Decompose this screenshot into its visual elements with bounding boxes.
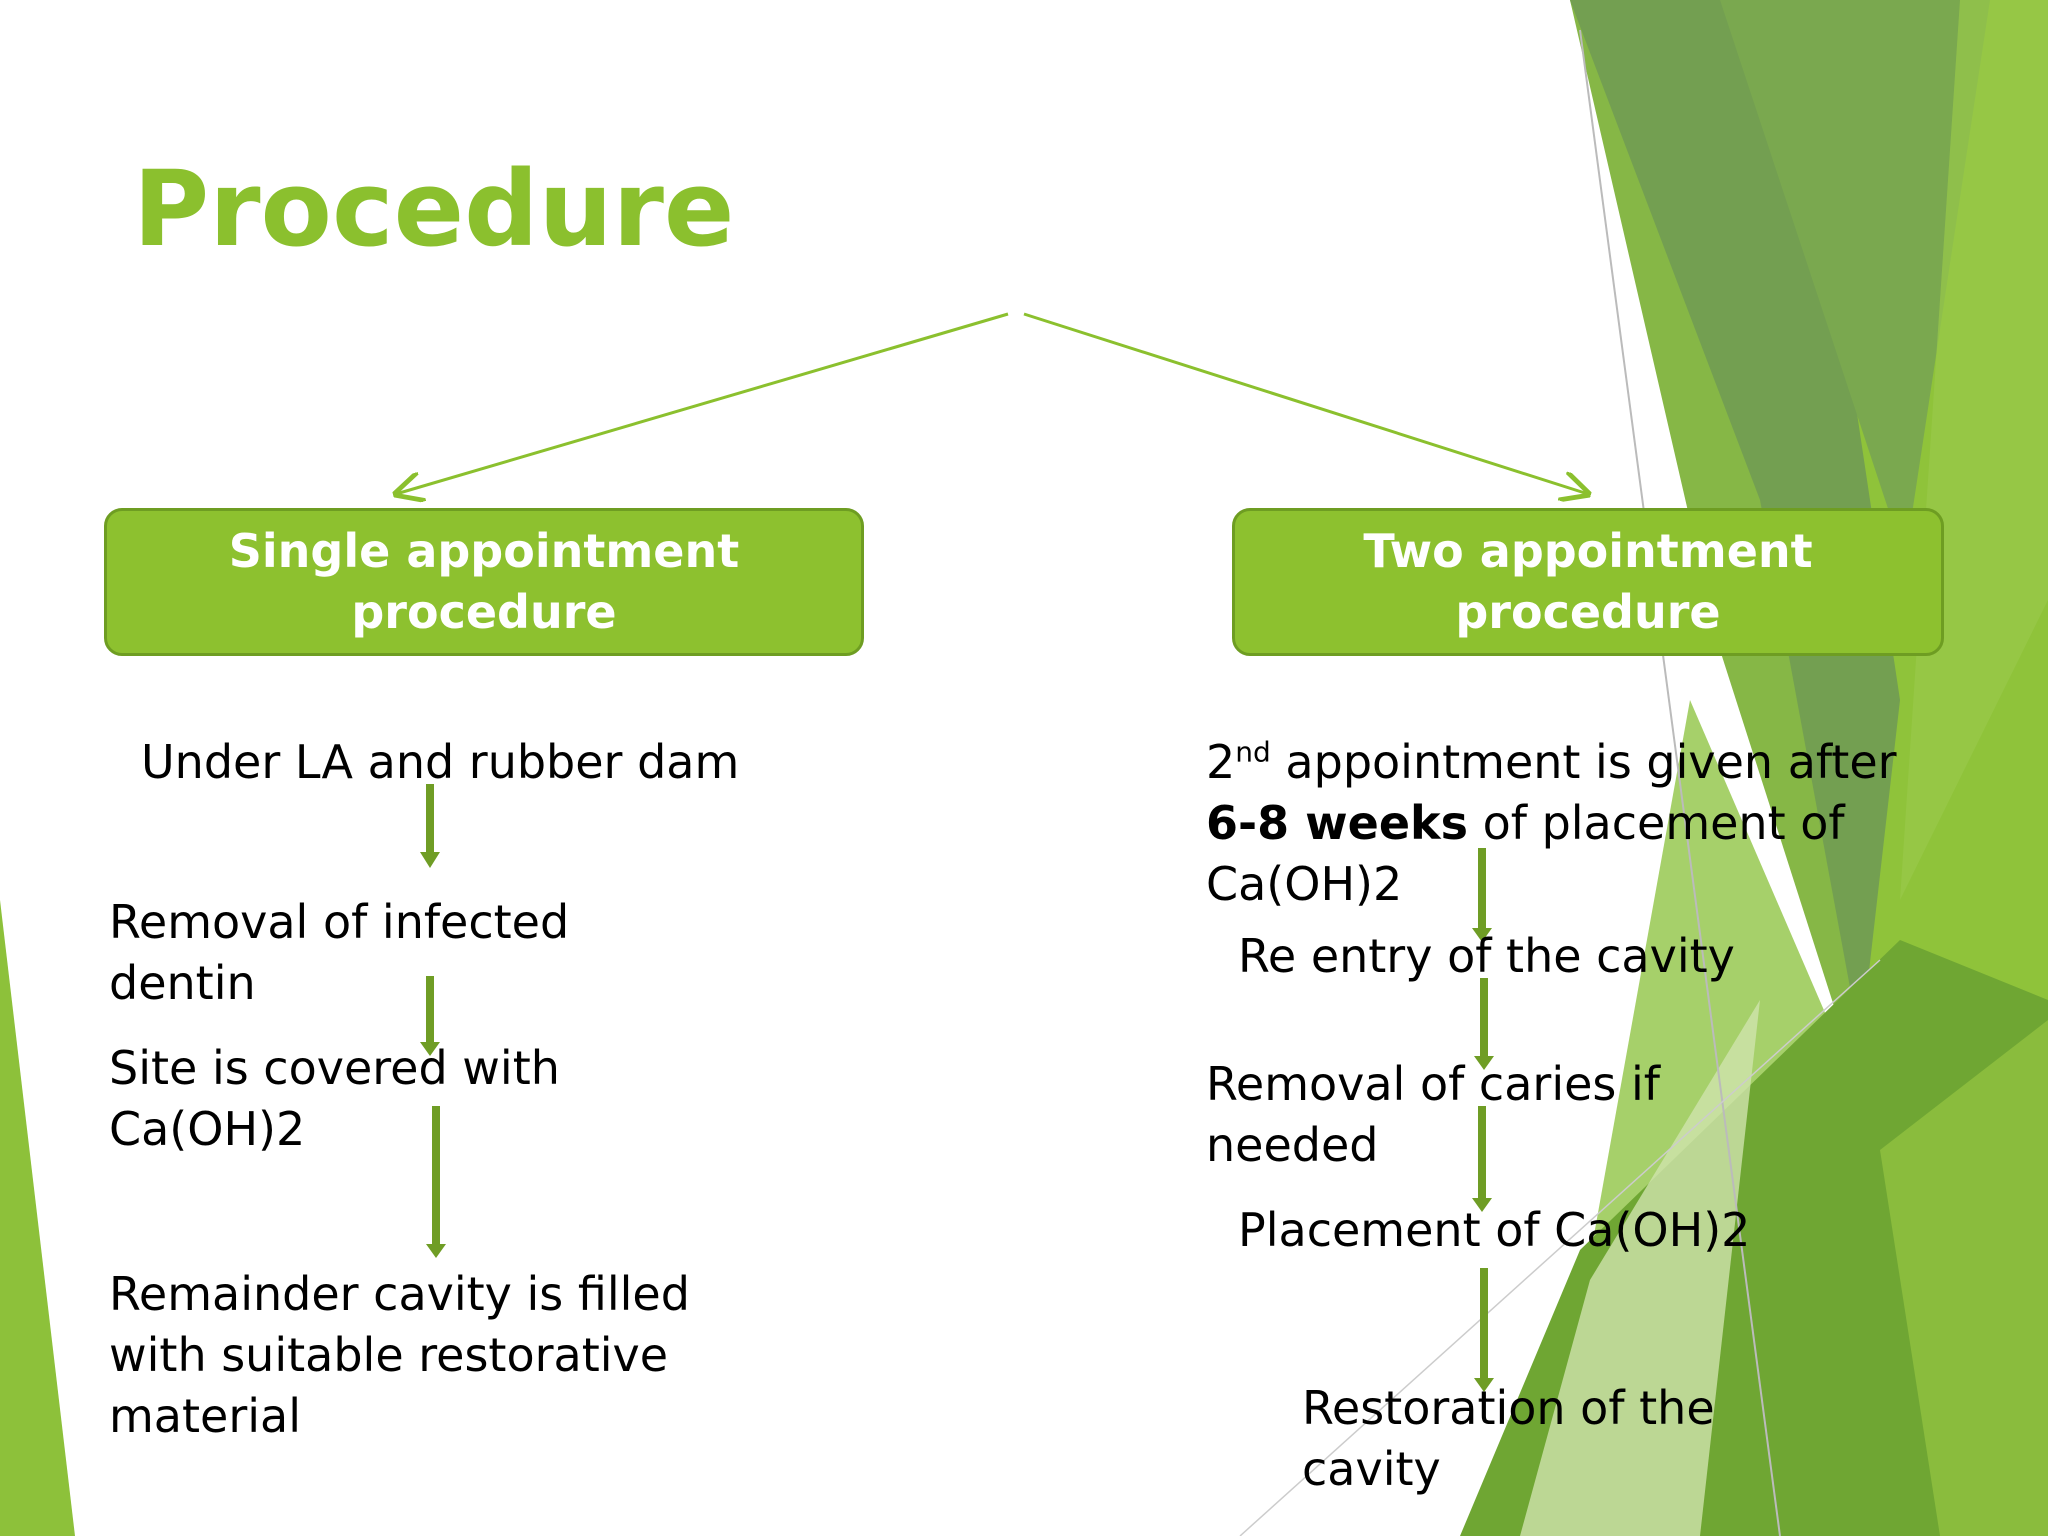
right-step-4: Placement of Ca(OH)2: [1238, 1200, 1750, 1261]
slide-title: Procedure: [133, 148, 735, 270]
decor-facet: [1880, 1020, 2048, 1536]
left-step-4: Remainder cavity is filled with suitable…: [109, 1264, 690, 1447]
ordinal: 2nd: [1206, 735, 1271, 789]
down-arrow: [1474, 1268, 1494, 1392]
decor-facet: [1900, 0, 2048, 900]
step-text: Site is covered with: [109, 1041, 560, 1095]
right-step-3: Removal of caries if needed: [1206, 1054, 1660, 1176]
decor-facet: [1720, 0, 1990, 560]
down-arrow: [420, 784, 440, 868]
down-arrow: [426, 1106, 446, 1258]
right-step-5: Restoration of the cavity: [1302, 1378, 1715, 1500]
heading-line: procedure: [351, 585, 617, 639]
step-text: material: [109, 1389, 301, 1443]
step-text: Restoration of the: [1302, 1381, 1715, 1435]
step-text: with suitable restorative: [109, 1328, 669, 1382]
right-step-1: 2nd appointment is given after 6-8 weeks…: [1206, 732, 2006, 915]
step-text: Placement of Ca(OH)2: [1238, 1203, 1751, 1257]
step-text: dentin: [109, 956, 256, 1010]
decor-line: [1579, 29, 1781, 1536]
left-step-2: Removal of infected dentin: [109, 892, 569, 1014]
step-text: Ca(OH)2: [109, 1102, 306, 1156]
step-text: needed: [1206, 1118, 1379, 1172]
branch-arrow-left: [396, 312, 1009, 494]
right-step-2: Re entry of the cavity: [1238, 926, 1735, 987]
step-text: 6-8 weeks of placement of: [1206, 796, 1845, 850]
step-text: Under LA and rubber dam: [141, 735, 740, 789]
step-text: cavity: [1302, 1442, 1441, 1496]
single-appointment-heading: Single appointment procedure: [104, 508, 864, 656]
decor-line: [1239, 959, 1881, 1536]
heading-line: procedure: [1455, 585, 1721, 639]
step-text: Re entry of the cavity: [1238, 929, 1735, 983]
decor-facet: [1520, 1000, 1760, 1536]
two-appointment-heading: Two appointment procedure: [1232, 508, 1944, 656]
step-text: Ca(OH)2: [1206, 857, 1403, 911]
branch-arrow-right: [1023, 312, 1588, 494]
down-arrow: [420, 976, 440, 1056]
down-arrow: [1474, 978, 1494, 1070]
heading-line: Single appointment: [228, 524, 740, 578]
down-arrow: [1472, 1106, 1492, 1212]
heading-line: Two appointment: [1363, 524, 1813, 578]
step-text: Removal of caries if: [1206, 1057, 1660, 1111]
step-text: 2nd appointment is given after: [1206, 735, 1897, 789]
step-text: Removal of infected: [109, 895, 570, 949]
left-step-3: Site is covered with Ca(OH)2: [109, 1038, 560, 1160]
down-arrow: [1472, 848, 1492, 942]
left-step-1: Under LA and rubber dam: [141, 732, 739, 793]
decor-facet: [0, 900, 75, 1536]
step-text: Remainder cavity is filled: [109, 1267, 690, 1321]
emphasis-duration: 6-8 weeks: [1206, 796, 1468, 850]
